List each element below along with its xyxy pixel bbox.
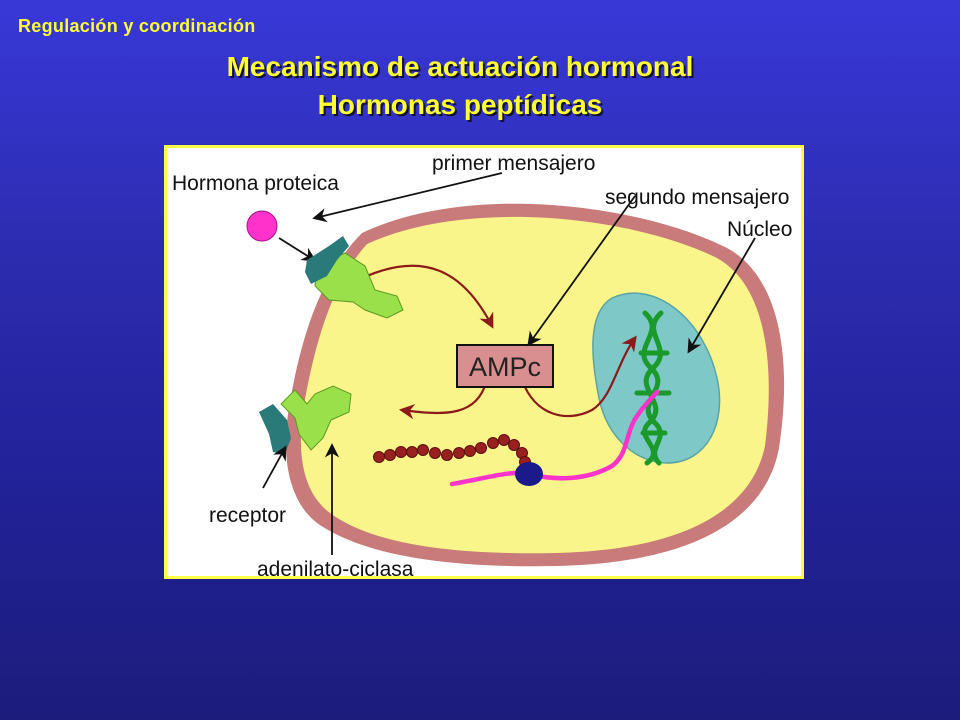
title-line-1: Mecanismo de actuación hormonal [226,51,694,82]
label-nucleo: Núcleo [727,218,792,241]
ribosome-icon [515,462,543,486]
mrna-strand [449,389,660,487]
pathway-arrows [366,264,637,420]
slide-title: Mecanismo de actuación hormonal Hormonas… [0,48,920,124]
hormone-icon [246,210,278,242]
label-hormona-proteica: Hormona proteica [172,172,339,195]
label-pointers [262,172,756,555]
cell-diagram-svg: AMPc Hormona proteica primer mensajero s… [172,152,792,576]
upper-receptor-complex [305,236,404,319]
hormone-binding-arrow [278,237,317,262]
receptor-upper [305,236,349,284]
section-label: Regulación y coordinación [18,16,256,36]
label-receptor: receptor [209,504,286,527]
receptor-lower [259,404,291,454]
lower-receptor-complex [259,385,352,454]
ampc-label: AMPc [469,352,541,382]
polypeptide-chain [373,434,531,468]
ampc-box [456,344,554,388]
label-segundo-mensajero: segundo mensajero [605,186,789,209]
title-line-2: Hormonas peptídicas [317,89,603,120]
label-adenilato-ciclasa: adenilato-ciclasa [257,558,414,576]
label-primer-mensajero: primer mensajero [432,152,595,175]
adenylate-cyclase-upper [314,252,404,319]
cell-diagram: AMPc Hormona proteica primer mensajero s… [164,145,804,579]
adenylate-cyclase-lower [280,385,352,451]
